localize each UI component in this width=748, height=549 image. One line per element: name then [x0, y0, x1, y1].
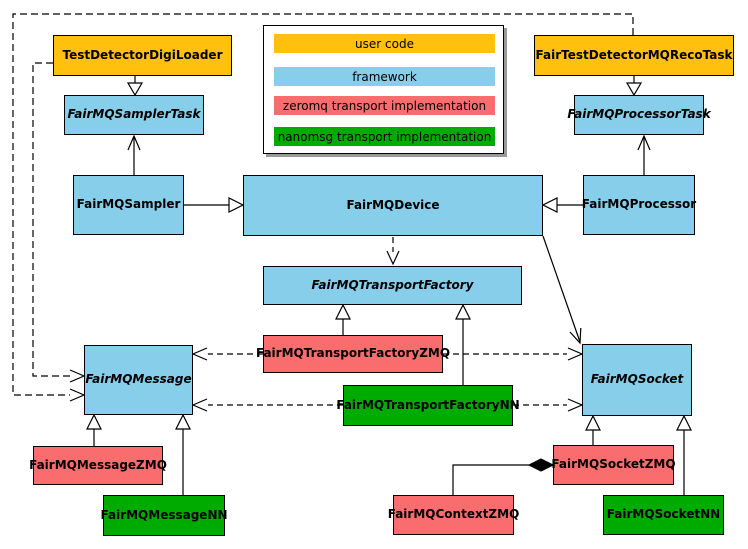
node-fairmqcontextzmq: FairMQContextZMQ [388, 495, 519, 535]
legend-item-framework: framework [274, 67, 495, 86]
node-fairmqtransportfactory: FairMQTransportFactory [263, 266, 522, 305]
node-fairmqprocessor: FairMQProcessor [582, 175, 696, 235]
edge-socketzmq-socket [585, 414, 601, 445]
edge-socketnn-socket [676, 414, 692, 495]
legend-item-user-code: user code [274, 34, 495, 53]
legend-item-nanomsg: nanomsg transport implementation [274, 127, 495, 146]
edge-messagenn-message [175, 413, 191, 495]
node-fairmqtransportfactoryzmq: FairMQTransportFactoryZMQ [256, 335, 450, 373]
edge-processor-device [541, 197, 583, 213]
edge-factorynn-socket [513, 398, 584, 412]
node-fairmqsamplertask: FairMQSamplerTask [64, 95, 204, 135]
edge-factorynn-factory [455, 303, 471, 385]
edge-device-socket [542, 235, 582, 345]
node-fairmqdevice: FairMQDevice [243, 175, 543, 236]
edge-factorynn-message [191, 398, 343, 412]
edge-digiloader-samplertask [126, 76, 144, 97]
node-fairtestdetectormqrecotask: FairTestDetectorMQRecoTask [534, 35, 734, 76]
edge-device-transportfactory [386, 237, 400, 266]
edge-contextzmq-socketzmq [452, 458, 555, 495]
edge-recotask-processortask [625, 76, 643, 97]
edge-factoryzmq-socket [443, 347, 584, 361]
edge-sampler-device [184, 197, 245, 213]
node-fairmqmessagezmq: FairMQMessageZMQ [29, 446, 167, 485]
edge-sampler-samplertask [127, 134, 141, 175]
edge-factoryzmq-message [191, 347, 263, 361]
node-fairmqmessage: FairMQMessage [84, 345, 193, 415]
legend-item-zeromq: zeromq transport implementation [274, 96, 495, 115]
edge-processor-processortask [637, 134, 651, 175]
edge-factoryzmq-factory [335, 303, 351, 335]
node-fairmqsampler: FairMQSampler [73, 175, 184, 235]
node-fairmqprocessortask: FairMQProcessorTask [567, 95, 711, 135]
node-testdetectordigiloader: TestDetectorDigiLoader [53, 35, 232, 76]
edge-messagezmq-message [86, 413, 102, 446]
node-fairmqsocket: FairMQSocket [582, 344, 692, 416]
legend-box: user code framework zeromq transport imp… [263, 25, 504, 154]
node-fairmqtransportfactorynn: FairMQTransportFactoryNN [336, 385, 520, 426]
node-fairmqsocketzmq: FairMQSocketZMQ [551, 445, 676, 485]
node-fairmqmessagenn: FairMQMessageNN [100, 495, 228, 536]
node-fairmqsocketnn: FairMQSocketNN [603, 495, 724, 535]
